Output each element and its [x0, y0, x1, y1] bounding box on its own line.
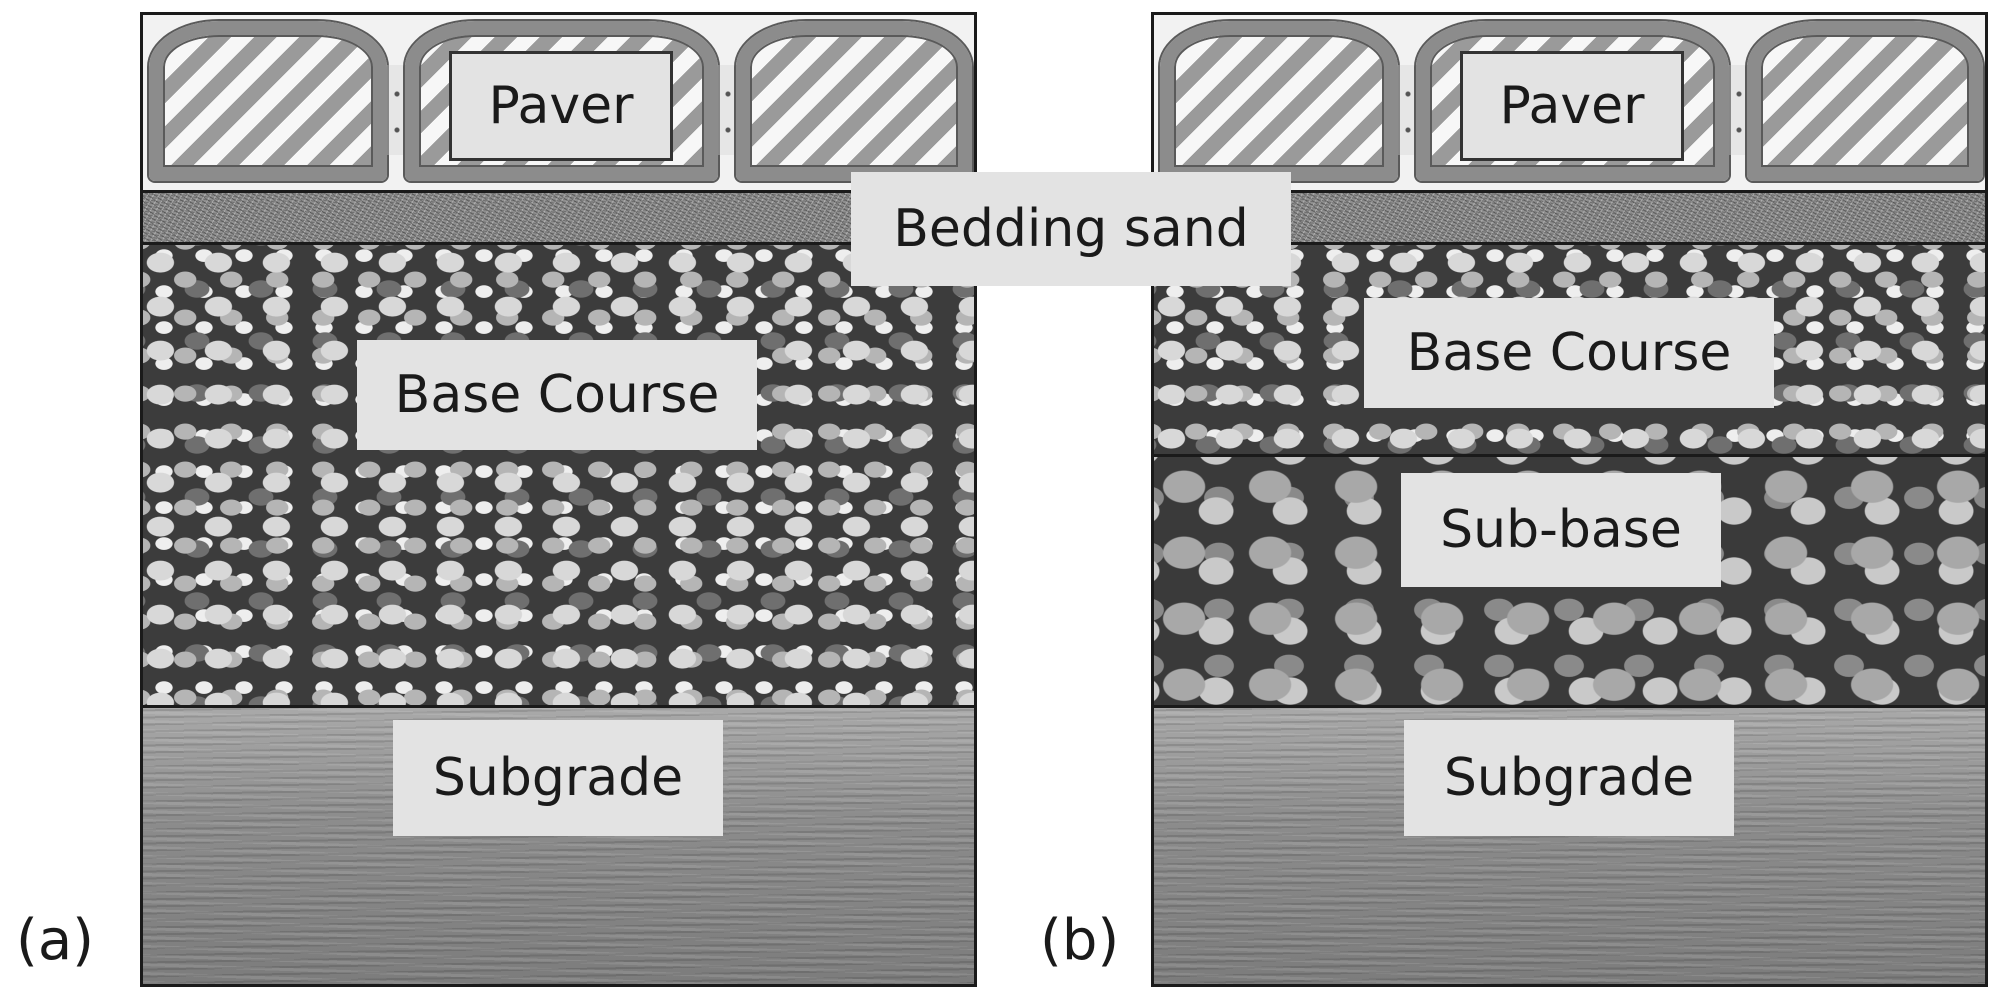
base-course-layer: [143, 245, 974, 708]
paver-block: [149, 21, 387, 181]
bedding-sand-layer: [143, 193, 974, 245]
panel-b-tag: (b): [1040, 908, 1119, 973]
subgrade-label: Subgrade: [1404, 720, 1734, 836]
paver-joint: [1398, 65, 1418, 155]
paver-block: [1160, 21, 1398, 181]
paver-joint: [718, 65, 738, 155]
base-course-label: Base Course: [357, 340, 757, 450]
base-course-label: Base Course: [1364, 298, 1774, 408]
sub-base-label: Sub-base: [1401, 473, 1721, 587]
paver-joint: [1729, 65, 1749, 155]
paver-label: Paver: [449, 51, 673, 161]
paver-block: [1747, 21, 1983, 181]
pavement-cross-section-a: Paver Base Course Subgrade: [140, 12, 977, 987]
paver-label: Paver: [1460, 51, 1684, 161]
pavement-cross-section-b: Paver Base Course Sub-base Subgrade: [1151, 12, 1988, 987]
panel-a-tag: (a): [16, 908, 94, 973]
bedding-sand-label: Bedding sand: [851, 172, 1291, 286]
paver-block: [736, 21, 972, 181]
paver-joint: [387, 65, 407, 155]
subgrade-label: Subgrade: [393, 720, 723, 836]
